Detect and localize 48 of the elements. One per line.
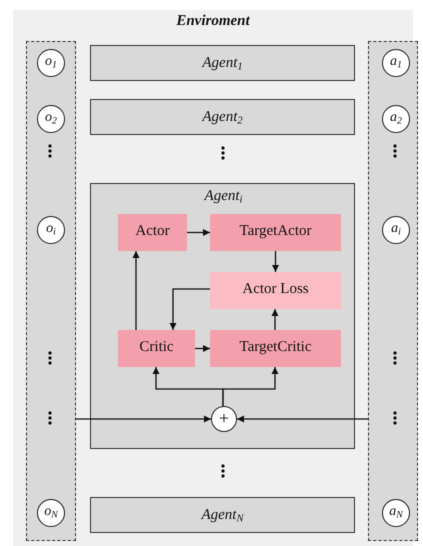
loss-box: [210, 272, 341, 309]
dashed-column: [26, 41, 76, 541]
box-label: Critic: [138, 338, 175, 357]
agent-label: Agent$_{i}$: [202, 187, 244, 208]
network-box: [210, 214, 341, 251]
variable-circle: [382, 499, 410, 527]
arrow: [195, 345, 210, 352]
box-label: TargetActor: [238, 222, 312, 241]
network-box: [118, 330, 195, 367]
variable-label: a$_{2}$: [389, 109, 403, 128]
variable-circle: [37, 105, 65, 133]
arrow: [272, 309, 278, 330]
agent-panel: [90, 183, 355, 449]
agent-label: Agent$_{1}$: [200, 54, 244, 75]
network-box: [118, 214, 187, 251]
variable-circle: [37, 216, 65, 244]
agent-box: [90, 99, 355, 135]
panel-label: Enviroment: [175, 13, 251, 30]
variable-circle: [37, 499, 65, 527]
arrow: [187, 229, 210, 236]
variable-label: o$_{i}$: [45, 220, 57, 240]
box-label: TargetCritic: [238, 338, 312, 357]
arrow: [237, 416, 368, 422]
variable-circle: [382, 105, 410, 133]
variable-label: a$_{1}$: [389, 53, 403, 72]
box-label: Actor Loss: [241, 280, 310, 299]
variable-circle: [382, 49, 410, 77]
arrow: [222, 367, 278, 406]
agent-box: [90, 497, 355, 533]
arrow: [76, 416, 211, 422]
agent-label: Agent$_{N}$: [200, 506, 245, 527]
arrow: [132, 251, 140, 330]
sum-circle: [211, 406, 237, 432]
variable-circle: [382, 216, 410, 244]
agent-box: [90, 45, 355, 81]
dashed-column: [368, 41, 418, 541]
variable-circle: [37, 49, 65, 77]
variable-label: a$_{N}$: [388, 503, 404, 522]
arrow: [170, 288, 210, 330]
variable-label: o$_{N}$: [43, 503, 60, 522]
box-label: Actor: [134, 222, 171, 241]
plus-symbol: +: [218, 407, 230, 429]
variable-label: a$_{i}$: [390, 220, 402, 240]
network-box: [210, 330, 341, 367]
arrow: [272, 251, 279, 272]
agent-label: Agent$_{2}$: [200, 108, 244, 129]
variable-label: o$_{2}$: [44, 109, 58, 128]
variable-label: o$_{1}$: [44, 53, 58, 72]
